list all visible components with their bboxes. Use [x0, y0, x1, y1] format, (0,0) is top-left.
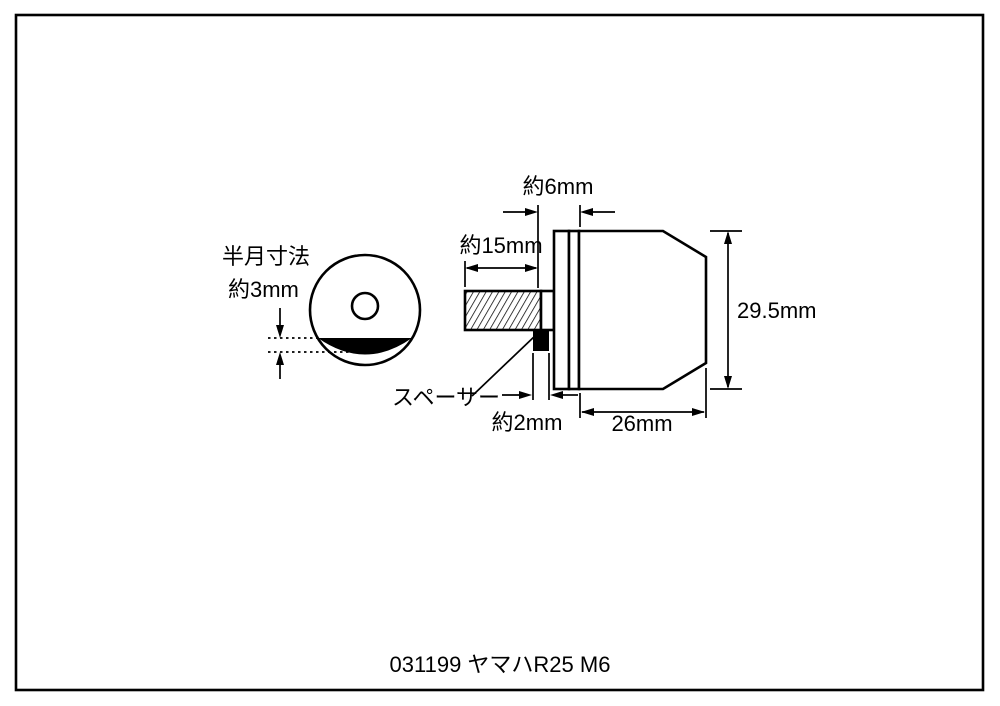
dim-2mm	[502, 353, 578, 400]
dim-6mm-label: 約6mm	[523, 174, 594, 199]
dim-2mm-label: 約2mm	[492, 410, 563, 435]
shaft-section	[539, 289, 556, 332]
arrowhead-left-icon	[580, 208, 593, 216]
side-view	[463, 229, 708, 391]
flange-plate-outer	[567, 229, 581, 391]
dim-26mm	[579, 368, 707, 418]
arrowhead-left-icon	[465, 264, 478, 272]
dim-3mm	[268, 308, 350, 379]
arrowhead-left-icon	[550, 391, 563, 399]
dim-29-5mm-label: 29.5mm	[737, 298, 816, 323]
threaded-rod	[463, 289, 543, 332]
spacer	[533, 330, 549, 351]
dim-3mm-label: 約3mm	[228, 277, 299, 302]
half-moon-cut	[318, 338, 412, 355]
arrowhead-left-icon	[581, 408, 594, 416]
weight-body	[577, 229, 708, 391]
front-view-label: 半月寸法	[222, 244, 310, 269]
arrowhead-up-icon	[276, 352, 284, 365]
border-frame	[14, 13, 985, 692]
dim-6mm	[503, 205, 615, 227]
arrowhead-right-icon	[692, 408, 705, 416]
arrowhead-up-icon	[724, 231, 732, 244]
dim-29-5mm	[710, 230, 742, 390]
caption: 031199 ヤマハR25 M6	[390, 652, 611, 677]
bar-end-outline-circle	[308, 253, 422, 367]
center-hole-circle	[350, 291, 380, 321]
spacer-label: スペーサー	[392, 385, 500, 410]
dim-15mm-label: 約15mm	[459, 233, 542, 258]
arrowhead-down-icon	[276, 325, 284, 338]
arrowhead-right-icon	[519, 391, 532, 399]
front-view	[308, 253, 422, 367]
arrowhead-down-icon	[724, 376, 732, 389]
dim-26mm-label: 26mm	[611, 411, 672, 436]
flange-plate-inner	[552, 229, 571, 391]
spacer-leader-line	[471, 333, 538, 397]
arrowhead-right-icon	[525, 264, 538, 272]
arrowhead-right-icon	[525, 208, 538, 216]
dim-15mm	[464, 205, 539, 288]
